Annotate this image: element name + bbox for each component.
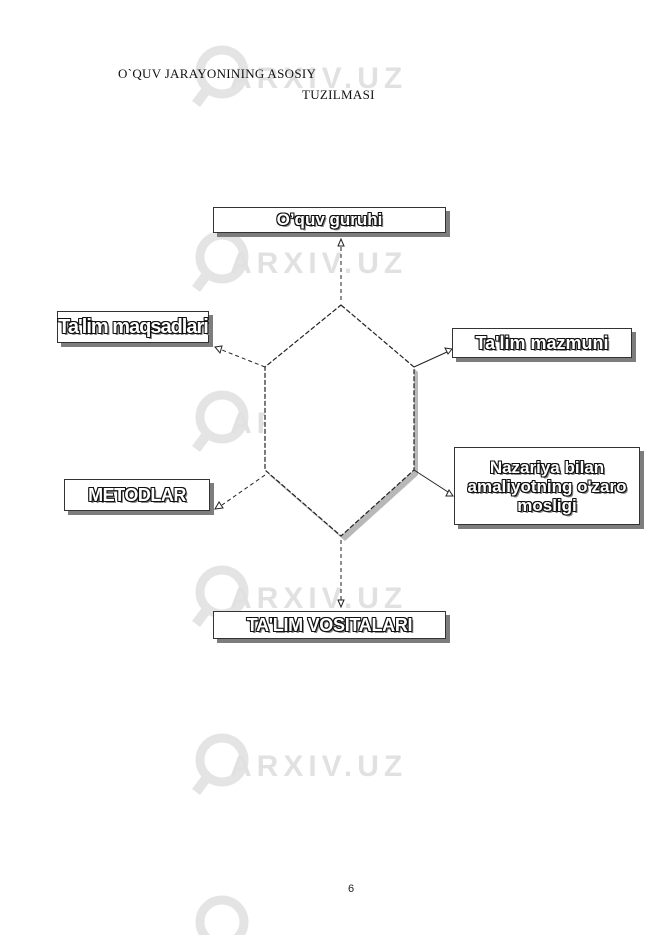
node-metodlar: METODLAR [64,479,210,511]
watermark-5: ARXIV.UZ [190,728,402,803]
watermark-4: ARXIV.UZ [190,560,402,635]
watermark-text: ARXIV.UZ [230,247,408,280]
watermark-text: ARXIV.UZ [230,582,408,615]
magnifier-icon [192,390,249,452]
watermark-2: ARXIV.UZ [190,225,402,300]
node-talim-mazmuni-label: Ta'lim mazmuni [475,332,609,353]
arrowhead-maqsad [214,345,223,355]
diagram-title-line2: TUZILMASI [302,87,375,102]
node-talim-maqsadlari-label: Ta'lim maqsadlari [58,315,209,338]
node-talim-maqsadlari: Ta'lim maqsadlari [57,311,209,343]
watermark-text: ARXIV.UZ [230,62,408,95]
watermark-1: ARXIV.UZ [190,40,402,115]
node-metodlar-label: METODLAR [88,484,186,505]
arrowhead-nazariya [445,489,454,497]
magnifier-icon [192,230,249,292]
node-oquv-guruhi-label: O’quv guruhi [276,210,383,229]
magnifier-icon [192,45,249,107]
arrowhead-vosita [337,599,345,609]
arrow-to-nazariya [413,469,449,493]
node-talim-vositalari-label: TA'LIM VOSITALARI [246,614,413,635]
magnifier-icon [195,895,249,940]
diagram-title-line1: O`QUV JARAYONINING ASOSIY [118,66,317,81]
watermark-text: ARXIV.UZ [230,750,408,783]
node-talim-mazmuni: Ta'lim mazmuni [452,328,632,358]
node-talim-vositalari: TA'LIM VOSITALARI [213,611,446,639]
node-nazariya-amaliyot-label: Nazariya bilan amaliyotning o'zaro mosli… [467,457,627,515]
arrow-to-mazmun [413,351,448,368]
magnifier-icon [192,733,249,795]
node-nazariya-amaliyot: Nazariya bilan amaliyotning o'zaro mosli… [454,447,640,525]
arrow-to-metod [221,474,266,506]
arrow-to-maqsad [221,349,266,368]
watermark-6 [190,890,260,940]
page-number: 6 [348,883,355,895]
central-hexagon [264,304,415,537]
arrowhead-guruh [337,237,345,247]
arrowhead-mazmun [444,347,453,355]
arrowhead-metod [214,501,224,510]
node-oquv-guruhi: O’quv guruhi [213,207,446,233]
